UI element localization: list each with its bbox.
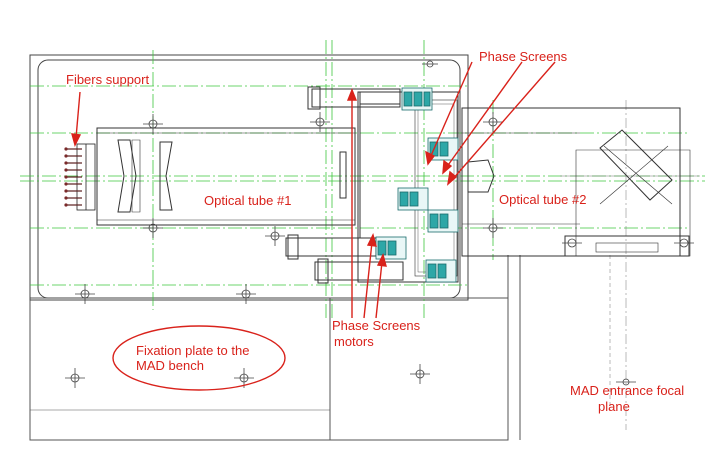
optical-tube-1-body bbox=[96, 127, 356, 226]
label-phase-screens-motors-1: Phase Screens bbox=[332, 318, 421, 333]
optical-tube-2-body bbox=[461, 107, 691, 257]
fibers-support-part bbox=[64, 143, 96, 211]
label-phase-screens: Phase Screens bbox=[479, 49, 568, 64]
label-fixation-plate-2: MAD bench bbox=[136, 358, 204, 373]
label-mad-entrance-1: MAD entrance focal bbox=[570, 383, 685, 398]
mounting-holes bbox=[65, 60, 694, 388]
label-optical-tube-2: Optical tube #2 bbox=[499, 192, 587, 207]
fixation-plate-callout bbox=[112, 325, 286, 391]
reference-lines bbox=[560, 100, 700, 430]
label-mad-entrance-2: plane bbox=[598, 399, 630, 414]
label-fixation-plate-1: Fixation plate to the bbox=[136, 343, 250, 358]
label-optical-tube-1: Optical tube #1 bbox=[204, 193, 292, 208]
annotation-arrows bbox=[71, 61, 556, 319]
label-phase-screens-motors-2: motors bbox=[334, 334, 374, 349]
motor-blocks bbox=[375, 87, 459, 283]
label-fibers-support: Fibers support bbox=[66, 72, 150, 87]
